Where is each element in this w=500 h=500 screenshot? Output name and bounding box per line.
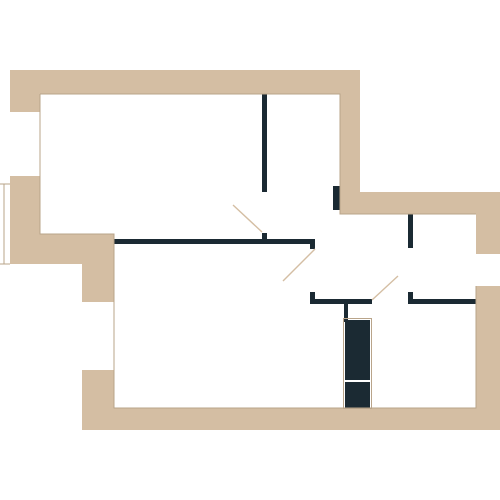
bathroom-block-side — [344, 302, 348, 322]
kitchen-top-stub — [408, 292, 413, 302]
left-small-window — [0, 183, 10, 265]
living-room-window — [82, 302, 114, 370]
wall-step-top — [340, 192, 500, 214]
hall-vertical-partition — [408, 214, 413, 248]
bedroom-stub — [333, 186, 340, 210]
bedroom-living-wall-right — [262, 233, 267, 244]
bedroom-wardrobe-wall — [262, 94, 267, 192]
wall-bottom — [82, 408, 500, 430]
exterior-walls — [10, 70, 500, 430]
wall-right-outer-upper — [476, 192, 500, 254]
wall-outlines — [39, 93, 477, 409]
bathroom-block-lower — [345, 382, 370, 408]
bath-top-wall — [310, 299, 372, 304]
wall-right-upper — [340, 70, 360, 214]
side-window — [476, 254, 500, 286]
wall-right-outer-lower — [476, 286, 500, 430]
living-room-door — [282, 248, 316, 282]
bedroom-window-upper — [10, 72, 40, 112]
bedroom-door — [232, 204, 263, 233]
hall-stub-corner — [310, 239, 315, 249]
bedroom-living-wall — [114, 239, 264, 244]
bedroom-window — [10, 112, 40, 176]
bathroom-door — [371, 275, 399, 301]
bathroom-block-upper — [345, 320, 370, 380]
kitchen-top-wall — [408, 299, 476, 304]
wall-top — [10, 70, 360, 94]
bath-top-left — [310, 292, 315, 302]
hall-stub-top — [262, 239, 312, 244]
interior-partitions — [114, 94, 476, 408]
